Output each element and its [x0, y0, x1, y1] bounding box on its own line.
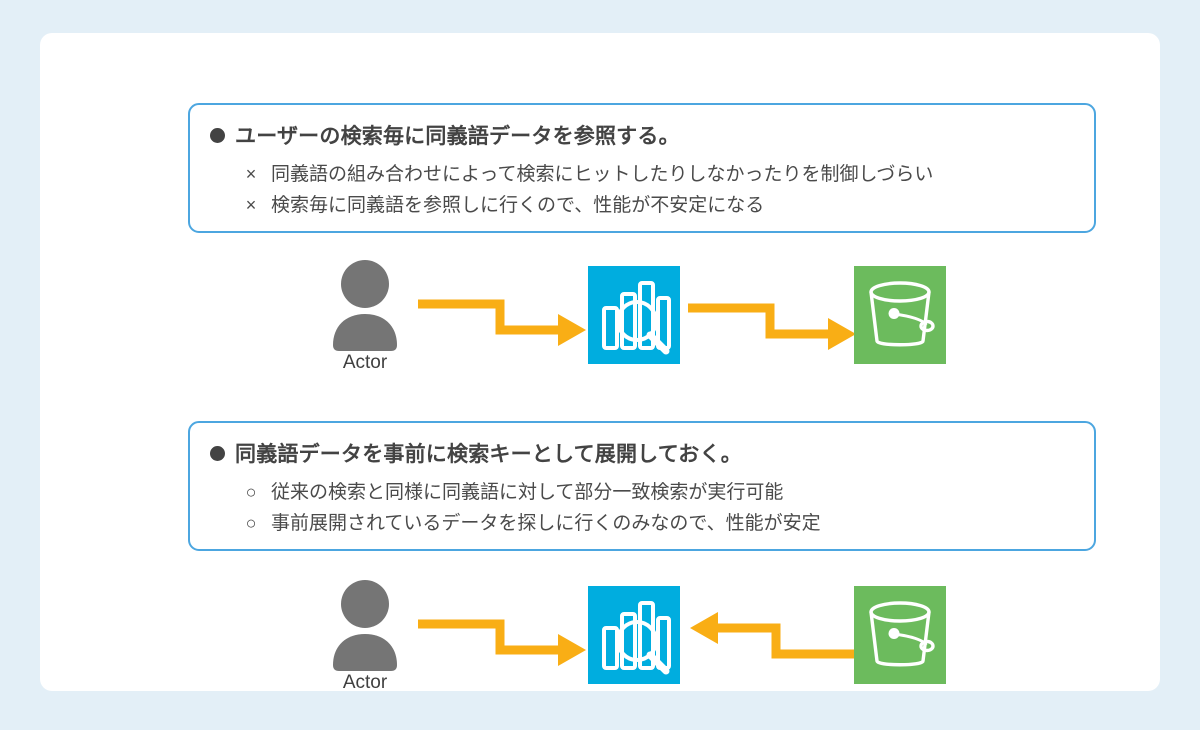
actor-label-1: Actor [342, 352, 388, 373]
list-item: ○ 従来の検索と同様に同義語に対して部分一致検索が実行可能 [242, 477, 821, 508]
list-item-text: 同義語の組み合わせによって検索にヒットしたりしなかったりを制御しづらい [271, 164, 934, 185]
cross-mark-icon: × [245, 164, 257, 184]
search-service-tile-2 [588, 586, 680, 684]
bar-chart-search-icon [602, 601, 671, 675]
person-icon [333, 580, 397, 671]
storage-bucket-icon [869, 281, 935, 347]
callout-heading-solution: 同義語データを事前に検索キーとして展開しておく。 [210, 438, 742, 468]
list-item-text: 従来の検索と同様に同義語に対して部分一致検索が実行可能 [271, 482, 784, 503]
actor-node-2: Actor [323, 578, 407, 694]
search-service-tile-1 [588, 266, 680, 364]
callout-box-problem: ユーザーの検索毎に同義語データを参照する。 × 同義語の組み合わせによって検索に… [188, 103, 1096, 233]
bar-chart-search-icon [602, 281, 671, 355]
callout-heading-problem: ユーザーの検索毎に同義語データを参照する。 [210, 120, 680, 150]
content-card: ユーザーの検索毎に同義語データを参照する。 × 同義語の組み合わせによって検索に… [40, 33, 1160, 693]
list-item-text: 事前展開されているデータを探しに行くのみなので、性能が安定 [271, 513, 821, 534]
flow-row-runtime-lookup: Actor [40, 258, 1200, 388]
storage-bucket-icon [869, 601, 935, 667]
circle-mark-icon: ○ [245, 513, 257, 533]
actor-label-2: Actor [342, 672, 388, 693]
callout-heading-text: 同義語データを事前に検索キーとして展開しておく。 [235, 443, 742, 466]
callout-heading-text: ユーザーの検索毎に同義語データを参照する。 [235, 125, 680, 148]
callout-item-list-problem: × 同義語の組み合わせによって検索にヒットしたりしなかったりを制御しづらい × … [242, 159, 934, 221]
arrow-actor-to-search-1 [418, 292, 588, 352]
callout-box-solution: 同義語データを事前に検索キーとして展開しておく。 ○ 従来の検索と同様に同義語に… [188, 421, 1096, 551]
callout-item-list-solution: ○ 従来の検索と同様に同義語に対して部分一致検索が実行可能 ○ 事前展開されてい… [242, 477, 821, 539]
flow-row-preexpanded: Actor [40, 578, 1200, 708]
list-item: ○ 事前展開されているデータを探しに行くのみなので、性能が安定 [242, 508, 821, 539]
actor-node-1: Actor [323, 258, 407, 374]
arrow-actor-to-search-2 [418, 612, 588, 672]
filled-circle-bullet-icon [210, 445, 225, 461]
person-icon [333, 260, 397, 351]
list-item: × 同義語の組み合わせによって検索にヒットしたりしなかったりを制御しづらい [242, 159, 934, 190]
cross-mark-icon: × [245, 195, 257, 215]
list-item: × 検索毎に同義語を参照しに行くので、性能が不安定になる [242, 190, 933, 221]
circle-mark-icon: ○ [245, 482, 257, 502]
storage-bucket-tile-1 [854, 266, 946, 364]
storage-bucket-tile-2 [854, 586, 946, 684]
filled-circle-bullet-icon [210, 127, 225, 143]
list-item-text: 検索毎に同義語を参照しに行くので、性能が不安定になる [271, 195, 765, 216]
arrow-search-to-bucket-1 [688, 296, 858, 356]
arrow-bucket-to-search-2 [688, 612, 858, 676]
